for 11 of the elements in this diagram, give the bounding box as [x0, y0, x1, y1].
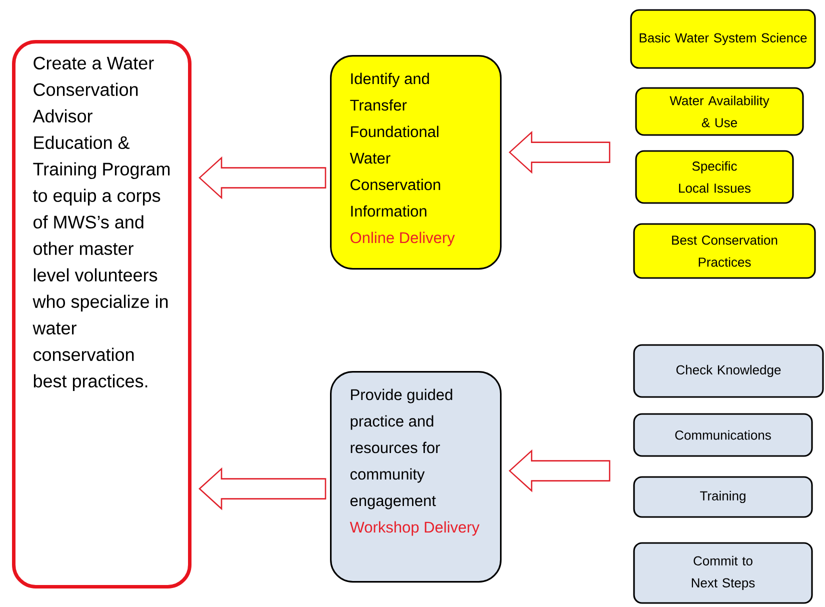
process-box: Identify and Transfer Foundational Water Conservation Information Online Delivery — [330, 55, 502, 270]
step-box: Commit to Next Steps — [633, 542, 813, 604]
step-box: Training — [633, 476, 813, 518]
topic-box: Basic Water System Science — [630, 9, 816, 69]
step-box: Check Knowledge — [633, 344, 824, 398]
topic-box: Water Availability & Use — [635, 87, 804, 136]
step-box: Communications — [633, 413, 813, 457]
process-box: Provide guided practice and resources for community engagement Workshop Delivery — [330, 371, 502, 583]
topic-box: Best Conservation Practices — [633, 223, 816, 279]
program-box: Create a Water Conservation Advisor Education & Training Program to equip a corps of MWS’s and other master level volunteers who specialize in water conservation best practices. — [12, 40, 192, 588]
topic-box: Specific Local Issues — [635, 150, 794, 204]
